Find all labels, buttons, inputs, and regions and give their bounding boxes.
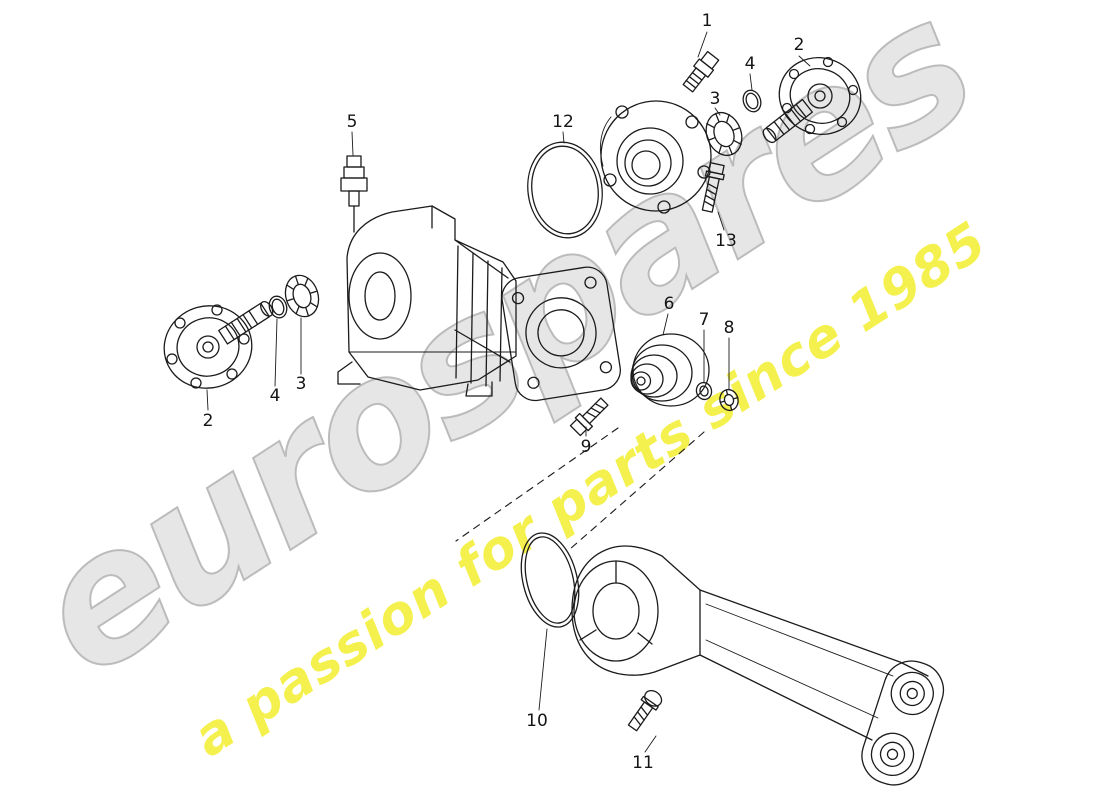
o-ring-part-10 — [520, 532, 580, 628]
breather-valve-part-5 — [340, 155, 368, 233]
callout-12: 12 — [552, 112, 574, 132]
callout-9: 9 — [581, 437, 592, 457]
washer-part-8 — [719, 388, 739, 412]
callout-5: 5 — [347, 112, 358, 132]
o-ring-part-4-left — [268, 295, 288, 319]
callout-3-left: 3 — [296, 374, 307, 394]
callout-6: 6 — [664, 294, 675, 314]
callout-3-right: 3 — [710, 89, 721, 109]
callout-10: 10 — [526, 711, 548, 731]
callout-2-right: 2 — [794, 35, 805, 55]
housing-neck-top-line — [454, 239, 509, 279]
callout-11: 11 — [632, 753, 654, 773]
output-flange-part-2-right — [762, 56, 862, 144]
callout-4-right: 4 — [745, 54, 756, 74]
callout-1: 1 — [702, 11, 713, 31]
axle-side-cover — [571, 545, 945, 786]
bearing-cover — [599, 100, 712, 214]
callout-leader-lines — [206, 31, 811, 753]
bearing-part-3-left — [284, 274, 320, 318]
callout-7: 7 — [699, 310, 710, 330]
bolt-part-13 — [701, 162, 725, 213]
drain-plug-part-9 — [569, 397, 609, 437]
differential-housing — [337, 205, 517, 397]
bolt-part-11 — [627, 689, 663, 732]
output-flange-part-2-left — [163, 300, 274, 389]
plug-part-1 — [682, 50, 720, 93]
coupling-part-6 — [630, 333, 710, 407]
gasket-ring-part-12 — [527, 141, 603, 239]
housing-neck-bottom-line — [454, 329, 511, 363]
bearing-part-3-right — [705, 111, 743, 157]
callout-13: 13 — [715, 231, 737, 251]
o-ring-part-4-right — [742, 89, 762, 113]
nut-part-7 — [695, 381, 713, 401]
callout-labels: 1 4 2 3 5 12 13 6 7 8 2 4 3 9 10 11 — [203, 11, 805, 773]
housing-flange-plate — [501, 266, 621, 402]
callout-8: 8 — [724, 318, 735, 338]
callout-2-left: 2 — [203, 411, 214, 431]
assembly-guide-dashed-lines — [455, 427, 705, 550]
callout-4-left: 4 — [270, 386, 281, 406]
